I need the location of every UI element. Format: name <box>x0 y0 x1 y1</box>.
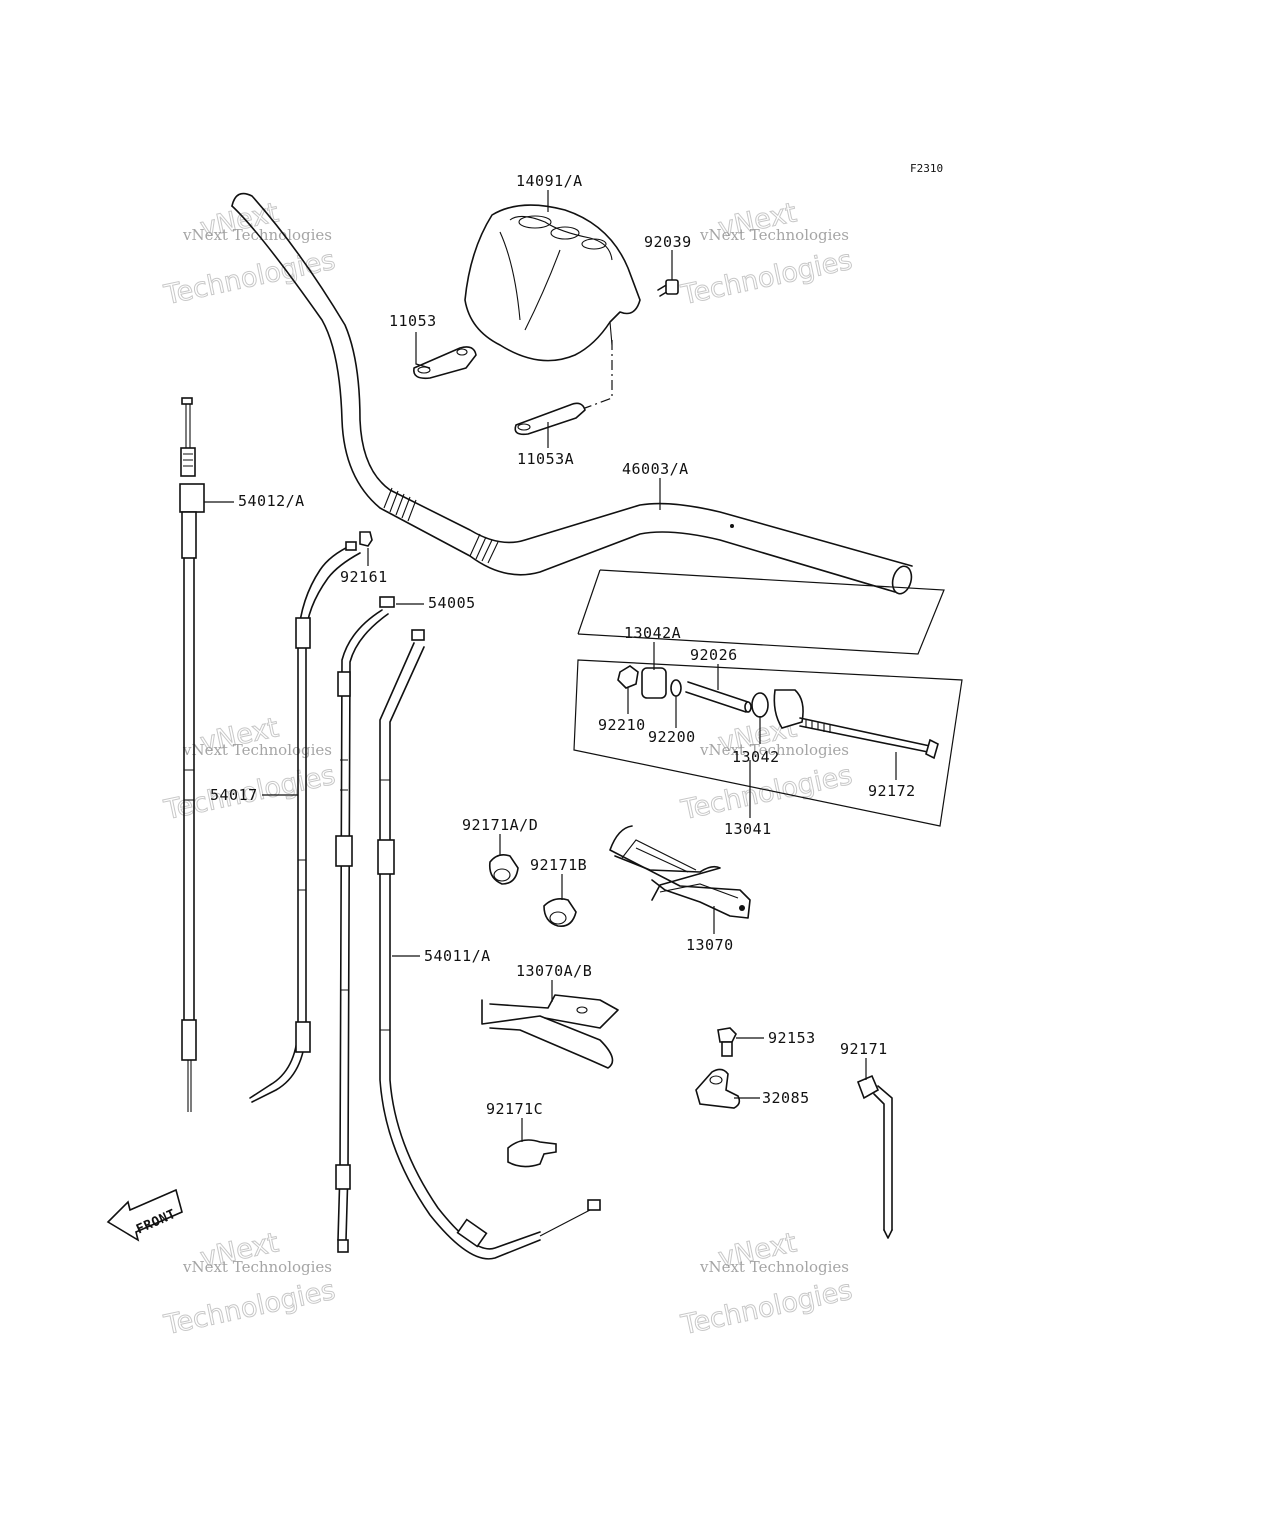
leader-lines <box>204 190 897 1142</box>
watermark-top-right: vNext vNext Technologies Technologies <box>677 197 855 312</box>
callout-13041: 13041 <box>724 820 772 838</box>
callout-92210: 92210 <box>598 716 646 734</box>
nut-92210 <box>617 665 639 689</box>
callout-92026: 92026 <box>690 646 738 664</box>
tie-92171 <box>856 1074 893 1239</box>
svg-text:Technologies: Technologies <box>161 245 338 312</box>
svg-text:vNext Technologies: vNext Technologies <box>182 741 332 759</box>
nut-92161 <box>359 531 373 547</box>
callout-14091A: 14091/A <box>516 172 583 190</box>
figure-code: F2310 <box>910 162 943 175</box>
callout-54017: 54017 <box>210 786 258 804</box>
clamp-92171AD <box>488 854 519 885</box>
bracket-11053A <box>514 340 613 436</box>
watermark-bottom-left: vNext vNext Technologies Technologies <box>160 1227 338 1342</box>
callout-13070: 13070 <box>686 936 734 954</box>
holder-32085 <box>695 1068 741 1109</box>
bracket-11053 <box>413 346 477 380</box>
svg-text:Technologies: Technologies <box>678 760 855 827</box>
callout-32085: 32085 <box>762 1089 810 1107</box>
knurl-right <box>469 533 499 564</box>
callout-92171B: 92171B <box>530 856 587 874</box>
guard-13070 <box>609 825 751 919</box>
knurl-left <box>383 487 417 522</box>
callout-13042A: 13042A <box>624 624 681 642</box>
callout-13070AB: 13070A/B <box>516 962 592 980</box>
watermark-top-left: vNext vNext Technologies Technologies <box>160 197 338 312</box>
callout-92171AD: 92171A/D <box>462 816 538 834</box>
watermark-mid-right: vNext vNext Technologies Technologies <box>677 712 855 827</box>
callout-13042: 13042 <box>732 748 780 766</box>
clamp-92171C <box>507 1139 557 1168</box>
weight-13042 <box>751 689 804 729</box>
callout-labels: 14091/A 92039 11053 11053A 46003/A 54012… <box>210 172 916 1118</box>
svg-text:vNext Technologies: vNext Technologies <box>182 226 332 244</box>
svg-text:vNext Technologies: vNext Technologies <box>699 741 849 759</box>
callout-46003A: 46003/A <box>622 460 689 478</box>
callout-92171C: 92171C <box>486 1100 543 1118</box>
callout-54005: 54005 <box>428 594 476 612</box>
washer-92200 <box>670 679 682 697</box>
balancer-box <box>573 569 963 827</box>
callout-92039: 92039 <box>644 233 692 251</box>
watermark-bottom-right: vNext vNext Technologies Technologies <box>677 1227 855 1342</box>
cable-54017 <box>249 541 361 1103</box>
callout-92153: 92153 <box>768 1029 816 1047</box>
bolt-92153 <box>717 1027 737 1057</box>
watermark-mid-left: vNext vNext Technologies Technologies <box>160 712 338 827</box>
callout-54011A: 54011/A <box>424 947 491 965</box>
svg-text:Technologies: Technologies <box>678 245 855 312</box>
bolt-92172 <box>799 717 939 760</box>
front-arrow: FRONT <box>106 1188 183 1242</box>
handlebar-cover <box>464 204 641 362</box>
callout-11053A: 11053A <box>517 450 574 468</box>
collar-13042A <box>641 667 667 699</box>
cable-54011 <box>377 629 601 1260</box>
cable-54005 <box>335 596 395 1253</box>
svg-text:Technologies: Technologies <box>678 1275 855 1342</box>
handlebar <box>231 192 913 595</box>
callout-54012A: 54012/A <box>238 492 305 510</box>
svg-text:vNext Technologies: vNext Technologies <box>699 226 849 244</box>
callout-11053: 11053 <box>389 312 437 330</box>
callout-92200: 92200 <box>648 728 696 746</box>
cable-54012 <box>179 397 205 1112</box>
callout-92172: 92172 <box>868 782 916 800</box>
svg-text:vNext Technologies: vNext Technologies <box>699 1258 849 1276</box>
rod-92026 <box>685 681 752 713</box>
svg-text:Technologies: Technologies <box>161 1275 338 1342</box>
svg-text:vNext Technologies: vNext Technologies <box>182 1258 332 1276</box>
callout-92171: 92171 <box>840 1040 888 1058</box>
bolt-92039 <box>657 279 679 297</box>
guard-13070AB <box>481 994 619 1069</box>
clamp-92171B <box>543 898 577 928</box>
callout-92161: 92161 <box>340 568 388 586</box>
